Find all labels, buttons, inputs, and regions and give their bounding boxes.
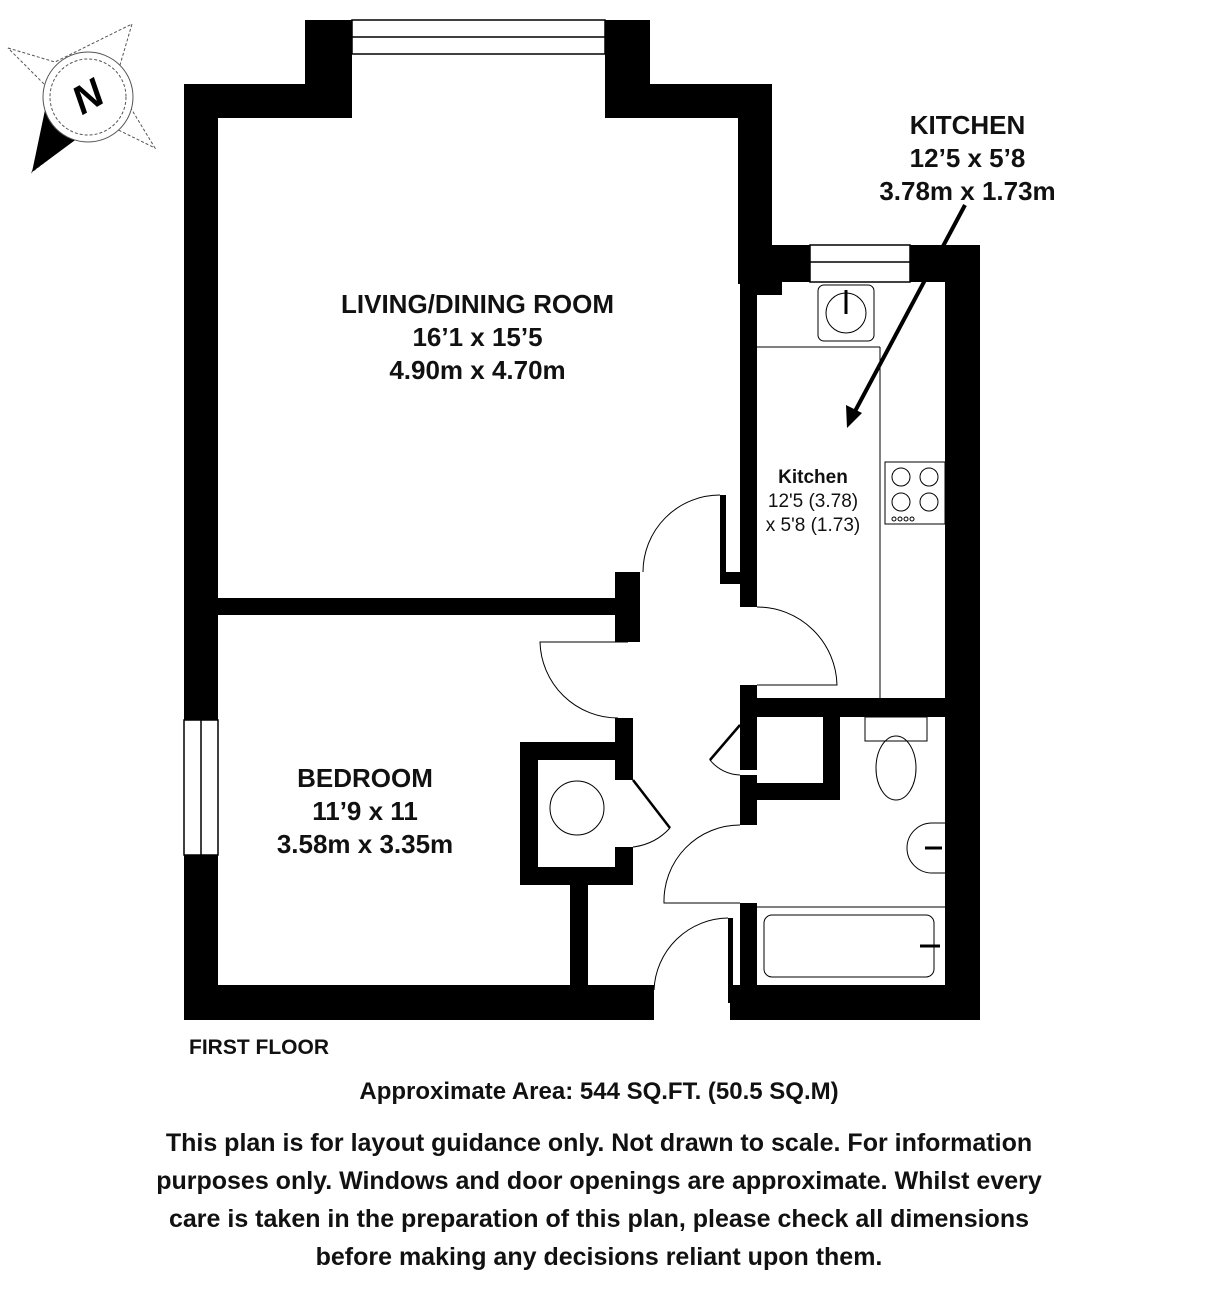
bath-icon — [763, 914, 935, 978]
compass-icon: N — [7, 23, 157, 174]
room-dimensions-imperial: 11’9 x 11 — [312, 796, 418, 826]
doors — [539, 494, 838, 991]
room-name: KITCHEN — [909, 110, 1026, 140]
room-dimensions-metric: 3.78m x 1.73m — [879, 176, 1056, 206]
toilet-icon — [864, 716, 928, 801]
basin-icon — [906, 822, 945, 874]
room-name: LIVING/DINING ROOM — [341, 289, 614, 319]
hob-icon — [884, 461, 946, 525]
door-leaves — [632, 724, 741, 829]
walls — [184, 20, 980, 1020]
kitchen-arrow-icon — [846, 204, 967, 428]
disclaimer: This plan is for layout guidance only. N… — [0, 1124, 1198, 1276]
disclaimer-line: This plan is for layout guidance only. N… — [165, 1129, 1033, 1157]
bedroom-label: BEDROOM 11’9 x 11 3.58m x 3.35m — [240, 762, 490, 861]
area-text: Approximate Area: 544 SQ.FT. (50.5 SQ.M) — [359, 1078, 839, 1105]
room-name: BEDROOM — [297, 763, 433, 793]
disclaimer-line: purposes only. Windows and door openings… — [156, 1167, 1042, 1195]
room-dimensions-imperial: 12’5 x 5’8 — [909, 143, 1026, 173]
kitchen-inline-label: Kitchen 12'5 (3.78) x 5'8 (1.73) — [752, 466, 874, 538]
kitchen-label: KITCHEN 12’5 x 5’8 3.78m x 1.73m — [860, 109, 1075, 208]
room-dimensions-metric: 3.58m x 3.35m — [276, 829, 454, 859]
living-room-label: LIVING/DINING ROOM 16’1 x 15’5 4.90m x 4… — [300, 288, 655, 387]
room-dimensions-width: x 5'8 (1.73) — [765, 515, 861, 536]
windows — [183, 19, 911, 856]
kitchen-fittings — [757, 284, 946, 698]
boiler-icon — [549, 780, 605, 836]
sink-icon — [817, 284, 875, 342]
bathroom-fittings — [549, 716, 945, 978]
disclaimer-line: care is taken in the preparation of this… — [169, 1205, 1029, 1233]
room-dimensions-metric: 4.90m x 4.70m — [389, 355, 566, 385]
room-dimensions-length: 12'5 (3.78) — [767, 491, 859, 512]
room-name: Kitchen — [778, 467, 848, 488]
floor-label: FIRST FLOOR — [189, 1036, 329, 1059]
room-dimensions-imperial: 16’1 x 15’5 — [412, 322, 543, 352]
disclaimer-line: before making any decisions reliant upon… — [315, 1243, 883, 1271]
